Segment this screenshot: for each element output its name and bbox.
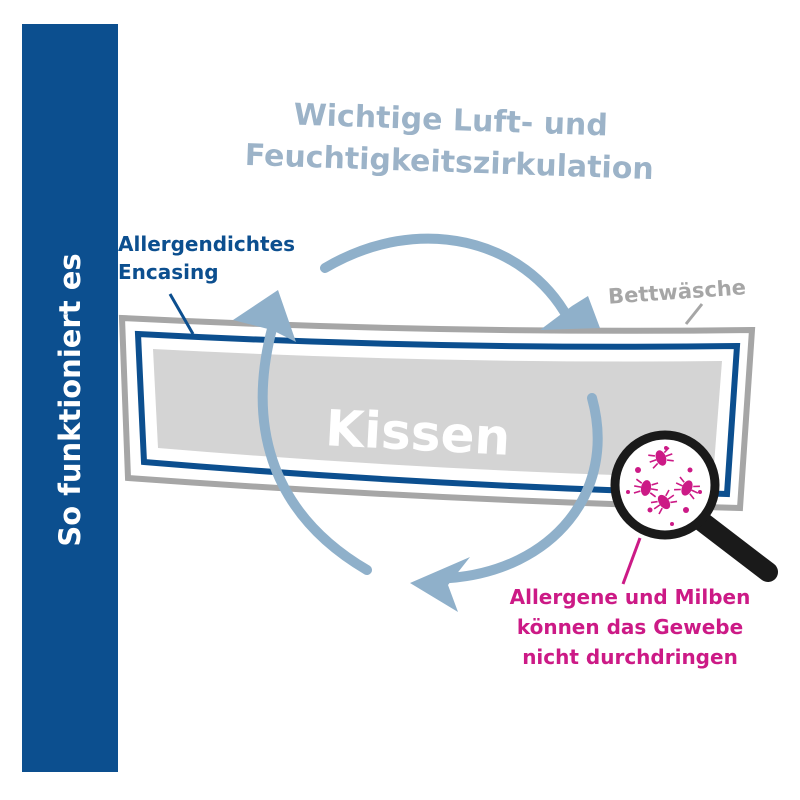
bettwaesche-leader-line [684, 303, 704, 325]
arrowhead-top-right [540, 296, 600, 330]
allergene-label-line-1: Allergene und Milben [509, 585, 751, 609]
encasing-label: Allergendichtes Encasing [118, 230, 295, 286]
allergene-label: Allergene und Milben können das Gewebe n… [500, 582, 760, 672]
circulation-arrow-bottom [445, 393, 603, 583]
encasing-label-line-2: Encasing [118, 260, 219, 284]
arrowhead-bottom-left [410, 557, 470, 612]
pillow-label: Kissen [324, 399, 512, 467]
allergene-label-line-2: können das Gewebe [516, 615, 744, 639]
allergene-label-line-3: nicht durchdringen [522, 645, 738, 669]
allergene-leader-line [621, 537, 642, 585]
circulation-arrow-left [257, 313, 372, 575]
arrowhead-left-up [233, 290, 296, 342]
encasing-leader-line [168, 293, 195, 335]
mites-icon [626, 446, 702, 526]
pillow-shape [153, 349, 722, 478]
circulation-arrow-top [320, 233, 573, 323]
magnifier-icon [610, 430, 778, 582]
encasing-label-line-1: Allergendichtes [118, 232, 296, 256]
sidebar-banner [22, 24, 118, 772]
